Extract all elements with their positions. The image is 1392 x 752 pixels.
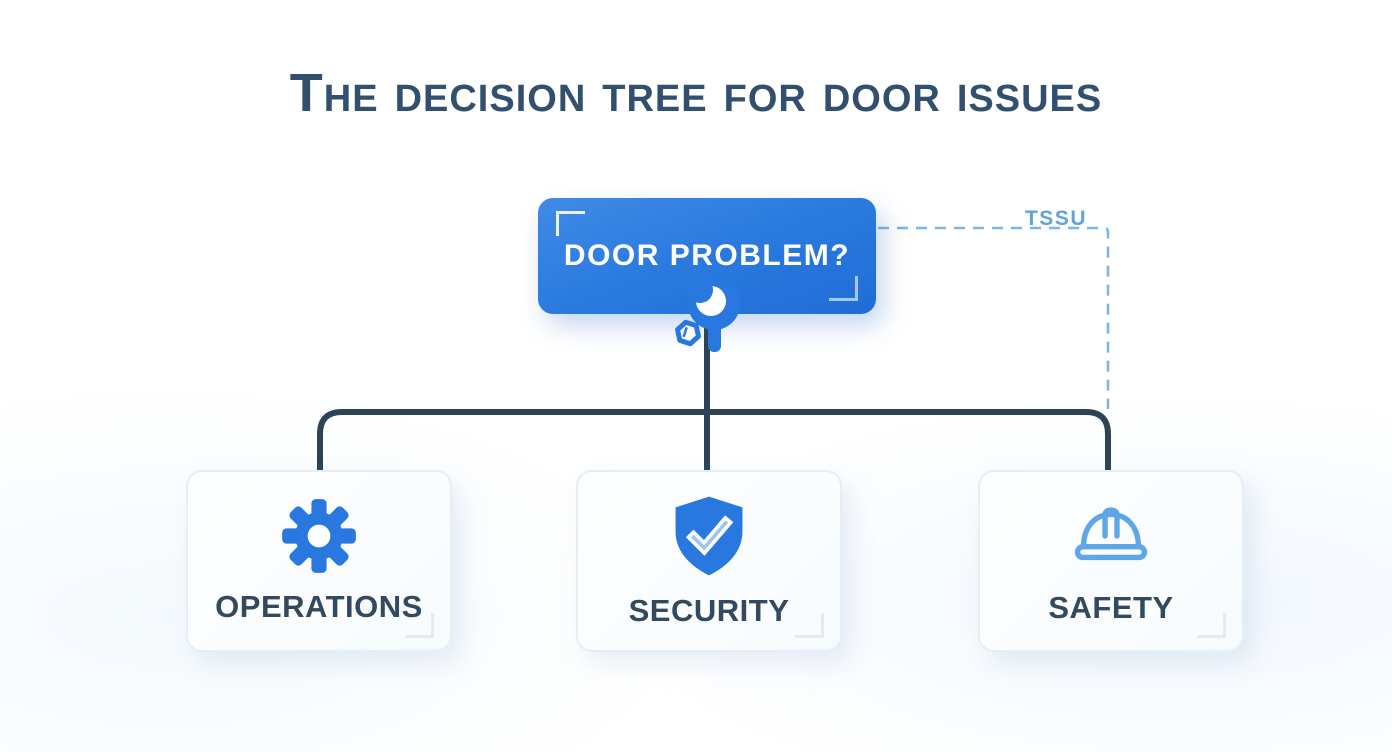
corner-bracket-icon [795, 613, 824, 638]
node-security: SECURITY [576, 470, 842, 652]
node-safety: SAFETY [978, 470, 1244, 652]
corner-bracket-icon [1197, 613, 1226, 638]
dashed-branch-line [878, 226, 1110, 409]
dashed-branch-label: TSSU [1024, 207, 1087, 230]
shield-check-icon [675, 496, 743, 576]
node-label: SAFETY [1048, 590, 1174, 625]
children-branch-line [317, 409, 1111, 472]
corner-bracket-icon [405, 613, 434, 638]
hard-hat-icon [1074, 507, 1148, 561]
gear-icon [282, 499, 356, 573]
node-label: SECURITY [628, 593, 790, 628]
root-node-door-problem: DOOR PROBLEM? [538, 198, 876, 314]
node-operations: OPERATIONS [186, 470, 452, 652]
node-label: OPERATIONS [215, 589, 423, 624]
corner-bracket-icon [556, 211, 585, 236]
wrench-icon [675, 277, 740, 352]
corner-bracket-icon [829, 276, 858, 301]
page-title: The Decision Tree For Door Issues [289, 63, 1103, 123]
root-node-label: DOOR PROBLEM? [563, 239, 851, 272]
